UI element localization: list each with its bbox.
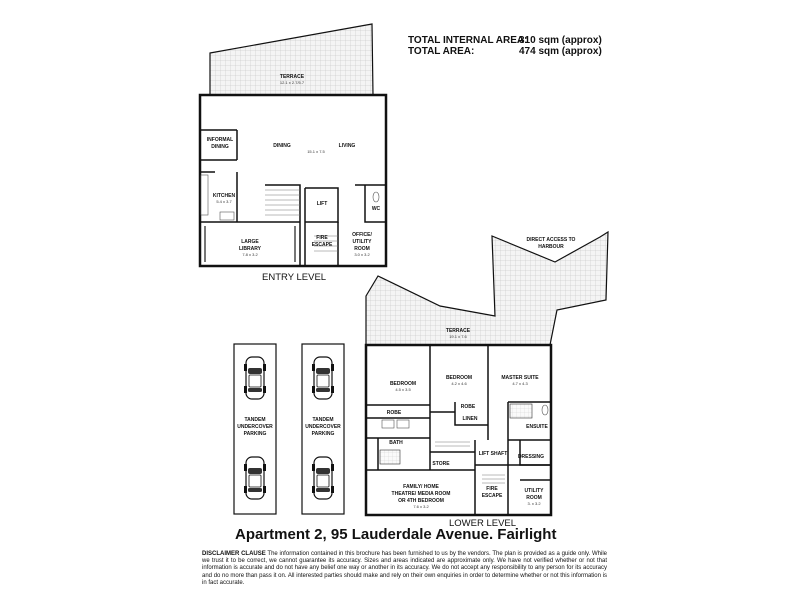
lower-level-label: LOWER LEVEL xyxy=(449,518,517,529)
office-label-2: UTILITY xyxy=(353,239,373,245)
car-icon xyxy=(311,456,335,500)
disclaimer-body: The information contained in this brochu… xyxy=(202,551,608,586)
lower-level-plan: DIRECT ACCESS TO HARBOUR TERRACE 19.1 x … xyxy=(364,230,609,517)
total-internal-area-label: TOTAL INTERNAL AREA: xyxy=(408,35,528,46)
utility-room-dim: 3. x 3.2 xyxy=(527,501,541,506)
master-suite-label: MASTER SUITE xyxy=(501,375,539,381)
informal-dining-label-2: DINING xyxy=(211,144,229,150)
total-internal-area-value: 310 sqm (approx) xyxy=(519,35,602,46)
disclaimer-lead: DISCLAIMER CLAUSE xyxy=(202,551,266,557)
lower-fire-escape-label-2: ESCAPE xyxy=(482,493,503,499)
lower-terrace-dim: 19.1 x 7.6 xyxy=(449,334,467,339)
lower-terrace-area xyxy=(365,230,609,346)
car-icon xyxy=(243,456,267,500)
entry-level-plan: TERRACE 12.1 x 2.7/5.7 INFORMAL DINING D… xyxy=(198,23,388,268)
utility-room-label-1: UTILITY xyxy=(525,488,545,494)
bedroom-2-dim: 4.2 x 4.6 xyxy=(451,381,467,386)
large-library-dim: 7.8 x 3.2 xyxy=(242,252,258,257)
parking-label-2c: PARKING xyxy=(312,431,335,437)
total-area-value: 474 sqm (approx) xyxy=(519,46,602,57)
office-label-1: OFFICE/ xyxy=(352,232,372,238)
parking-label-1b: UNDERCOVER xyxy=(237,424,273,430)
car-icon xyxy=(243,356,267,400)
entry-fire-escape-label-2: ESCAPE xyxy=(312,242,333,248)
car-icon xyxy=(311,356,335,400)
family-room-label-1: FAMILY/ HOME xyxy=(403,484,439,490)
ensuite-label: ENSUITE xyxy=(526,424,548,430)
store-label: STORE xyxy=(432,461,450,467)
family-room-dim: 7.6 x 3.2 xyxy=(413,504,429,509)
bath-label: BATH xyxy=(389,440,403,446)
direct-access-label-1: DIRECT ACCESS TO xyxy=(527,237,576,243)
kitchen-label: KITCHEN xyxy=(213,193,236,199)
lower-fire-escape-label-1: FIRE xyxy=(486,486,498,492)
lower-terrace-label: TERRACE xyxy=(446,328,471,334)
living-label: LIVING xyxy=(339,143,356,149)
kitchen-dim: 5.4 x 3.7 xyxy=(216,199,232,204)
parking-label-2b: UNDERCOVER xyxy=(305,424,341,430)
entry-level-label: ENTRY LEVEL xyxy=(262,272,327,283)
property-title: Apartment 2, 95 Lauderdale Avenue. Fairl… xyxy=(235,526,557,543)
robe-1-label: ROBE xyxy=(387,410,402,416)
utility-room-label-2: ROOM xyxy=(526,495,542,501)
entry-fire-escape-label-1: FIRE xyxy=(316,235,328,241)
disclaimer: DISCLAIMER CLAUSE The information contai… xyxy=(202,551,607,587)
tandem-parking: TANDEM UNDERCOVER PARKING TANDEM UNDERCO… xyxy=(233,343,345,515)
bedroom-1-label: BEDROOM xyxy=(390,381,416,387)
entry-terrace-label: TERRACE xyxy=(280,74,305,80)
entry-terrace-dim: 12.1 x 2.7/5.7 xyxy=(280,80,305,85)
dining-label: DINING xyxy=(273,143,291,149)
linen-label: LINEN xyxy=(463,416,478,422)
total-area-label: TOTAL AREA: xyxy=(408,46,475,57)
living-dim: 15.1 x 7.5 xyxy=(307,149,325,154)
wc-label: WC xyxy=(372,206,381,212)
bedroom-2-label: BEDROOM xyxy=(446,375,472,381)
parking-label-1a: TANDEM xyxy=(244,417,265,423)
robe-2-label: ROBE xyxy=(461,404,476,410)
large-library-label-1: LARGE xyxy=(241,239,259,245)
bedroom-1-dim: 4.5 x 3.5 xyxy=(395,387,411,392)
dressing-label: DRESSING xyxy=(518,454,544,460)
office-label-3: ROOM xyxy=(354,246,370,252)
family-room-label-2: THEATRE/ MEDIA ROOM xyxy=(392,491,451,497)
parking-label-1c: PARKING xyxy=(244,431,267,437)
informal-dining-label-1: INFORMAL xyxy=(207,137,233,143)
master-suite-dim: 4.7 x 4.3 xyxy=(512,381,528,386)
family-room-label-3: OR 4TH BEDROOM xyxy=(398,498,444,504)
lift-shaft-label: LIFT SHAFT xyxy=(479,451,508,457)
parking-label-2a: TANDEM xyxy=(312,417,333,423)
large-library-label-2: LIBRARY xyxy=(239,246,262,252)
direct-access-label-2: HARBOUR xyxy=(538,244,564,250)
office-dim: 3.0 x 3.2 xyxy=(354,252,370,257)
entry-lift-label: LIFT xyxy=(317,201,328,207)
